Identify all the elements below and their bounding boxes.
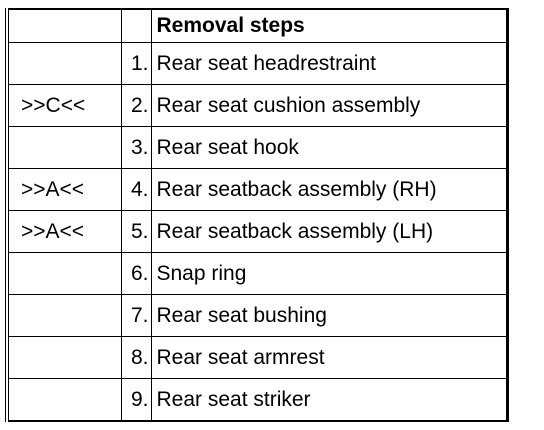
step-number: 3. xyxy=(120,126,152,169)
step-ref xyxy=(6,126,122,169)
header-ref-cell xyxy=(6,8,122,43)
step-name: Rear seatback assembly (LH) xyxy=(150,210,508,253)
step-ref xyxy=(6,378,122,422)
step-name: Rear seat hook xyxy=(150,126,508,169)
step-ref xyxy=(6,42,122,85)
step-number: 4. xyxy=(120,168,152,211)
step-name: Rear seat striker xyxy=(150,378,508,422)
step-name: Rear seatback assembly (RH) xyxy=(150,168,508,211)
step-number: 9. xyxy=(120,378,152,422)
step-ref xyxy=(6,252,122,295)
step-ref: >>A<< xyxy=(6,210,122,253)
table-row: 7. Rear seat bushing xyxy=(6,294,508,337)
header-num-cell xyxy=(120,8,152,43)
step-number: 2. xyxy=(120,84,152,127)
step-ref: >>C<< xyxy=(6,84,122,127)
table-row: >>A<< 5. Rear seatback assembly (LH) xyxy=(6,210,508,253)
step-name: Rear seat armrest xyxy=(150,336,508,379)
step-name: Snap ring xyxy=(150,252,508,295)
table-row: 6. Snap ring xyxy=(6,252,508,295)
step-number: 8. xyxy=(120,336,152,379)
table-row: 1. Rear seat headrestraint xyxy=(6,42,508,85)
step-number: 6. xyxy=(120,252,152,295)
table-row: 8. Rear seat armrest xyxy=(6,336,508,379)
table-row: >>C<< 2. Rear seat cushion assembly xyxy=(6,84,508,127)
step-ref xyxy=(6,336,122,379)
step-name: Rear seat headrestraint xyxy=(150,42,508,85)
table-row: >>A<< 4. Rear seatback assembly (RH) xyxy=(6,168,508,211)
step-ref: >>A<< xyxy=(6,168,122,211)
header-title: Removal steps xyxy=(150,8,508,43)
step-ref xyxy=(6,294,122,337)
table-header-row: Removal steps xyxy=(6,8,508,43)
table-row: 9. Rear seat striker xyxy=(6,378,508,422)
step-name: Rear seat bushing xyxy=(150,294,508,337)
step-name: Rear seat cushion assembly xyxy=(150,84,508,127)
step-number: 7. xyxy=(120,294,152,337)
step-number: 1. xyxy=(120,42,152,85)
table-row: 3. Rear seat hook xyxy=(6,126,508,169)
step-number: 5. xyxy=(120,210,152,253)
removal-steps-table: Removal steps 1. Rear seat headrestraint… xyxy=(5,8,509,422)
